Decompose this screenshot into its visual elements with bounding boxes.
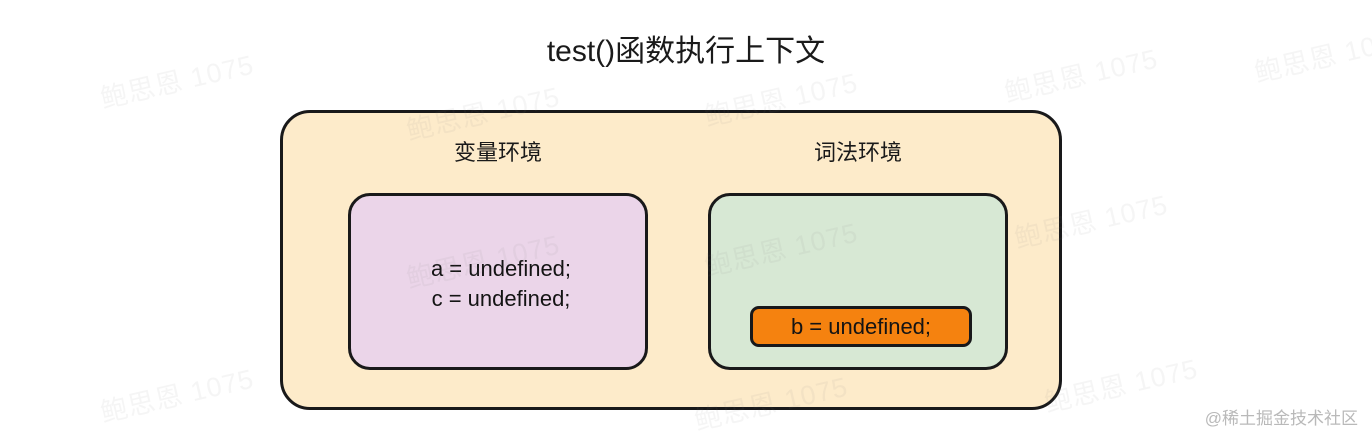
diagram-title: test()函数执行上下文: [546, 35, 826, 68]
attribution-watermark: @稀土掘金技术社区: [1204, 409, 1358, 428]
binding-entry: a = undefined;: [430, 256, 572, 281]
binding-entry: b = undefined;: [790, 313, 932, 339]
binding-entry: c = undefined;: [431, 286, 571, 311]
lexical-environment-label: 词法环境: [813, 140, 902, 165]
watermark-tile: 鲍思恩 1075: [97, 363, 257, 429]
variable-environment-box: a = undefined; c = undefined;: [348, 193, 648, 370]
lexical-environment-box: b = undefined;: [708, 193, 1008, 370]
lexical-binding-highlight: b = undefined;: [750, 306, 972, 347]
watermark-tile: 鲍思恩 1075: [1041, 353, 1201, 419]
variable-environment-label: 变量环境: [453, 140, 542, 165]
variable-environment-bindings: a = undefined; c = undefined;: [351, 254, 651, 314]
execution-context-box: 变量环境 a = undefined; c = undefined; 词法环境 …: [280, 110, 1062, 410]
